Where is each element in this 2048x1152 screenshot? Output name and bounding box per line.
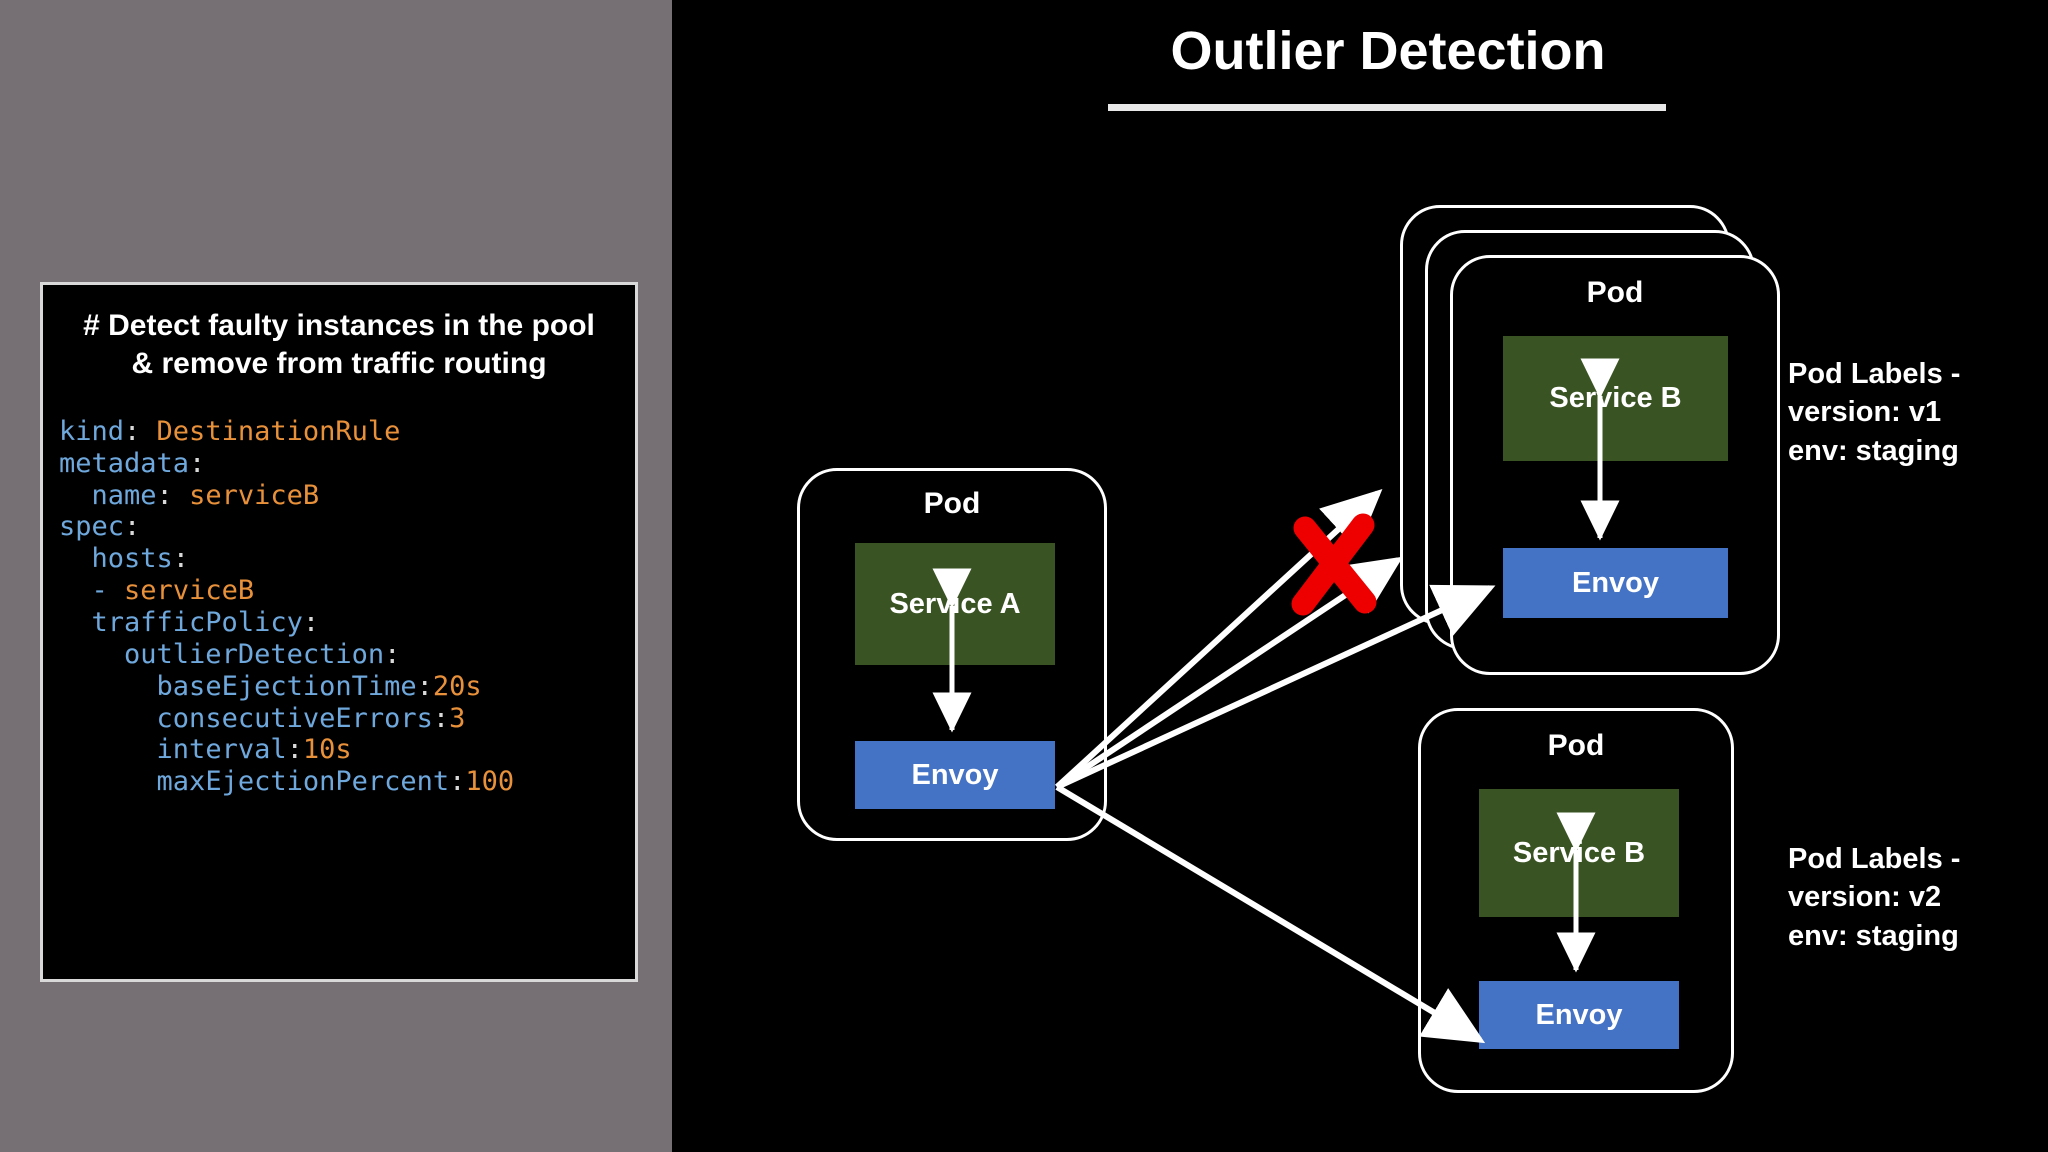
service-a-box: Service A [855,543,1055,665]
yaml-key: hosts [91,543,173,575]
service-b-v2-box: Service B [1479,789,1679,917]
yaml-value: serviceB [124,575,255,607]
service-a-label: Service A [889,587,1021,620]
page-title-underline [1108,104,1666,111]
yaml-separator: : [156,479,190,511]
service-b-v1-box: Service B [1503,336,1728,461]
yaml-key: consecutiveErrors [156,702,433,734]
envoy-b-v1-box: Envoy [1503,548,1728,618]
yaml-separator: : [189,447,206,479]
service-b-v1-label: Service B [1549,382,1682,414]
yaml-key: maxEjectionPercent [156,766,450,798]
yaml-value: 10s [302,734,352,766]
yaml-line: consecutiveErrors:3 [59,703,619,735]
envoy-b-v1-label: Envoy [1571,566,1660,599]
yaml-key: name [91,479,157,511]
pod-a-label: Pod [923,487,981,520]
page-title: Outlier Detection [1170,21,1606,81]
envoy-a-box: Envoy [855,741,1055,809]
yaml-key: kind [59,415,125,447]
envoy-a-label: Envoy [911,758,999,791]
yaml-line: - serviceB [59,575,619,607]
yaml-line: kind: DestinationRule [59,416,619,448]
yaml-code-panel: # Detect faulty instances in the pool & … [40,282,638,982]
yaml-separator: : [416,670,433,702]
yaml-separator: : [449,766,466,798]
ejected-route-cross-icon [1291,513,1377,616]
yaml-separator: : [172,543,190,575]
yaml-key: spec [59,511,125,543]
yaml-separator: : [286,734,303,766]
yaml-separator: : [432,702,450,734]
pod-b-v1-note: Pod Labels - version: v1 env: staging [1788,358,1961,467]
yaml-line: trafficPolicy: [59,607,619,639]
yaml-key: - [91,575,108,607]
yaml-key: outlierDetection [124,638,385,670]
envoy-b-v2-label: Envoy [1535,998,1623,1031]
yaml-separator: : [302,606,320,638]
yaml-line: name: serviceB [59,480,619,512]
yaml-line: interval:10s [59,734,619,766]
yaml-value: serviceB [189,479,320,511]
envoy-b-v2-box: Envoy [1479,981,1679,1049]
yaml-key: baseEjectionTime [156,670,417,702]
pod-b-v2: Pod Service B Envoy [1418,708,1734,1093]
pod-b-v1-label: Pod [1586,276,1644,309]
yaml-line: baseEjectionTime:20s [59,671,619,703]
pod-b-v1: Pod Service B Envoy [1450,255,1780,675]
yaml-key: metadata [59,447,190,479]
yaml-separator [108,575,124,606]
yaml-separator: : [124,415,157,447]
code-comment: # Detect faulty instances in the pool & … [83,309,595,381]
yaml-line: metadata: [59,448,619,480]
yaml-value: 100 [465,766,515,798]
yaml-separator: : [384,638,401,670]
service-b-v2-label: Service B [1512,836,1646,869]
yaml-value: 20s [432,670,482,702]
pod-a: Pod Service A Envoy [797,468,1107,841]
yaml-value: 3 [449,702,466,734]
yaml-line: spec: [59,511,619,543]
pod-b-v2-label: Pod [1547,729,1605,762]
yaml-line: outlierDetection: [59,639,619,671]
yaml-value: DestinationRule [156,415,401,447]
pod-b-v2-note: Pod Labels - version: v2 env: staging [1788,843,1961,952]
yaml-key: trafficPolicy [91,606,303,638]
yaml-line: maxEjectionPercent:100 [59,766,619,798]
route-arrow-v2 [1055,784,1486,1044]
route-arrow-v1-b [1055,556,1403,790]
yaml-separator: : [124,511,141,543]
yaml-key: interval [156,734,287,766]
yaml-line: hosts: [59,543,619,575]
